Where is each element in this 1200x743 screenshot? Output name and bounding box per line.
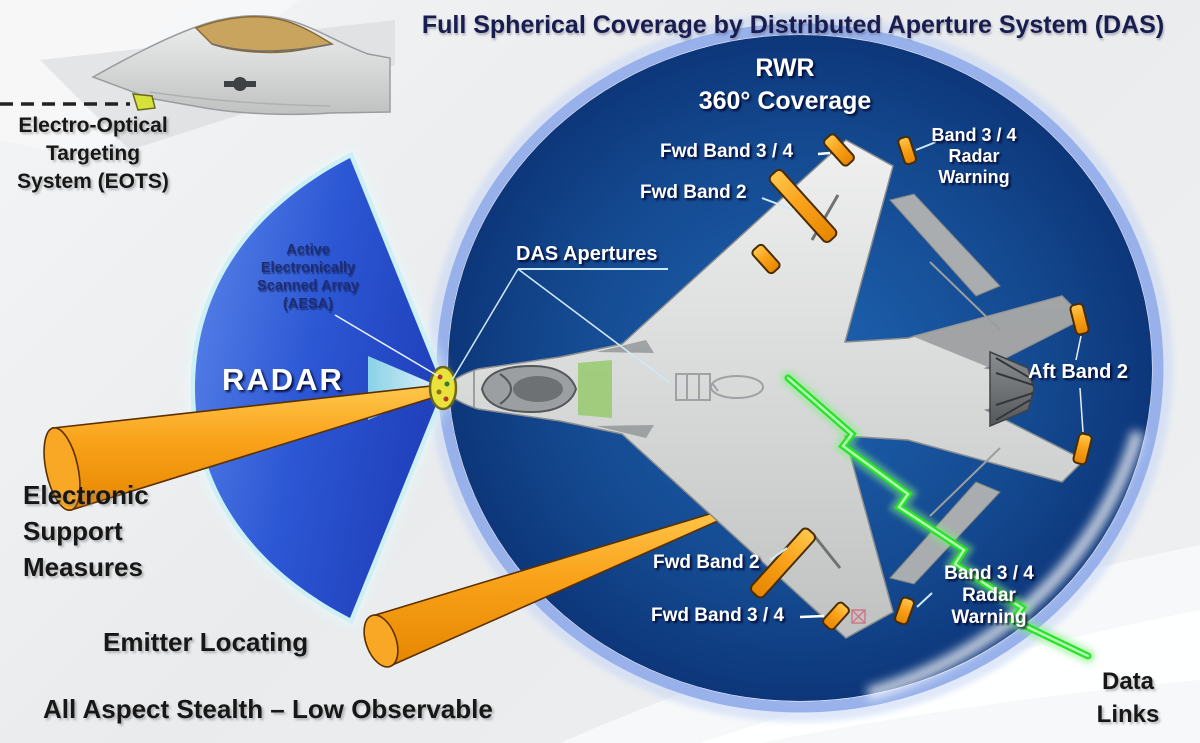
fwd-band2-top-label: Fwd Band 2 (640, 182, 747, 203)
fwd-band34-top-label: Fwd Band 3 / 4 (660, 141, 794, 162)
emitter-locating-label: Emitter Locating (103, 627, 309, 657)
aesa-label: Active Electronically Scanned Array (AES… (257, 242, 359, 312)
f35-top-view (428, 139, 1086, 639)
radar-label: RADAR (222, 362, 344, 397)
page-title: Full Spherical Coverage by Distributed A… (421, 11, 1165, 39)
aesa-array-icon (428, 365, 458, 411)
radar-wedge (185, 145, 453, 631)
eots-sensor-icon (131, 93, 156, 111)
antenna-panel (768, 169, 838, 243)
antenna-panel (897, 135, 917, 166)
rwr-coverage-heading: RWR 360° Coverage (698, 54, 872, 115)
stealth-caption: All Aspect Stealth – Low Observable (43, 694, 493, 724)
antenna-panel (823, 133, 855, 167)
antenna-panels (750, 133, 1093, 631)
engine-nozzle-icon (989, 350, 1035, 428)
antenna-panel (750, 527, 816, 599)
antenna-panel (822, 601, 850, 631)
fwd-band2-bottom-label: Fwd Band 2 (653, 552, 760, 573)
f35-side-view (91, 15, 391, 116)
canopy (194, 16, 335, 54)
antenna-panel (1072, 432, 1093, 466)
leader-lines (334, 141, 1084, 619)
band34-radar-warning-bottom-label: Band 3 / 4 Radar Warning (944, 563, 1034, 628)
band34-radar-warning-top-label: Band 3 / 4 Radar Warning (931, 125, 1017, 187)
aft-band2-label: Aft Band 2 (1028, 361, 1128, 383)
eots-label: Electro-Optical Targeting System (EOTS) (17, 114, 169, 193)
electronic-support-measures-label: Electronic Support Measures (23, 480, 149, 582)
das-apertures-label: DAS Apertures (516, 243, 658, 265)
antenna-panel (894, 596, 915, 626)
data-links-label: Data Links (1096, 668, 1160, 728)
antenna-panel (1069, 302, 1090, 336)
antenna-panel (751, 243, 781, 275)
fwd-band34-bottom-label: Fwd Band 3 / 4 (651, 605, 785, 626)
lightning-bolt-icon (780, 370, 1096, 664)
